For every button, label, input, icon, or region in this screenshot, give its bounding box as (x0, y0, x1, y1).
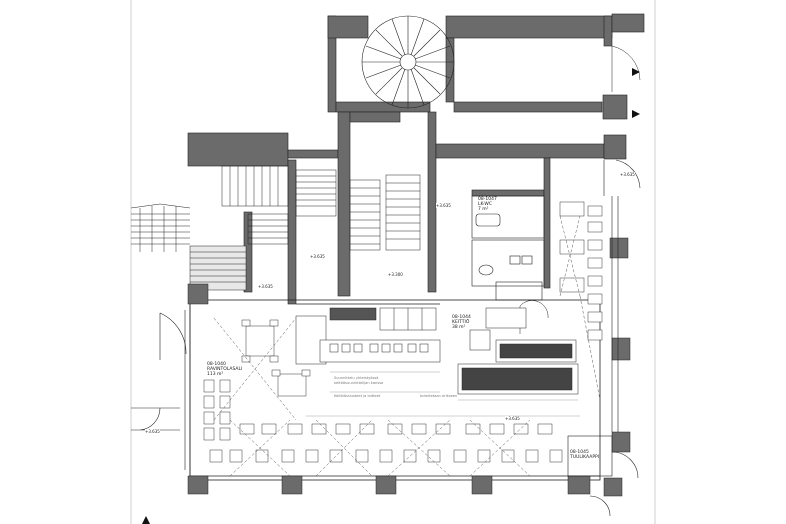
structural-columns (187, 237, 631, 497)
kitchen-note-4: toimitetaan erikseen (420, 394, 458, 398)
level-stair-mid: +3.635 (310, 254, 325, 259)
kitchen-note-2: keittiösuunnittelijan kanssa (334, 381, 384, 385)
entrance-vestibule (567, 435, 639, 517)
core-walls (187, 111, 627, 305)
level-right-door: +3.635 (620, 172, 635, 177)
core-stairs (221, 165, 421, 251)
room-kitchen-area: 38 m² (452, 325, 466, 330)
room-kitchen-name: KEITTIÖ (452, 320, 470, 325)
kitchen-note-3: Keittiökalusteet ja laitteet (334, 394, 381, 398)
entrance-arrow-mid (632, 110, 640, 118)
room-entrance-code: 08-1045 (570, 450, 589, 455)
kitchen-dimension-lines (306, 371, 580, 417)
exterior-stair-left (130, 203, 247, 291)
facade-booths (559, 201, 603, 341)
room-wc-code: 08-1047 (478, 197, 497, 202)
level-stair-right: +3.635 (436, 203, 451, 208)
room-kitchen-code: 08-1044 (452, 315, 471, 320)
room-wc-area: 7 m² (478, 207, 489, 212)
left-facade (131, 304, 191, 476)
level-lobby: +3.300 (388, 272, 403, 277)
spiral-stair (361, 15, 455, 109)
room-lounge-name: RAVINTOLASALI (207, 367, 243, 372)
dining-furniture (203, 319, 563, 463)
wc-block (471, 195, 545, 301)
right-facade (603, 159, 641, 432)
room-wc-name: LK-WC (478, 202, 493, 207)
stair-tower-walls (327, 13, 645, 120)
level-entrance-side: +3.635 (145, 429, 160, 434)
room-entrance-name: TUULIKAAPPI (570, 455, 600, 460)
level-bar: +3.635 (505, 416, 520, 421)
door-swing-top (611, 45, 641, 92)
kitchen-note-1: Suunnittelu yhteistyössä (334, 376, 379, 380)
level-stair-left: +3.635 (258, 284, 273, 289)
entrance-arrow-bottom (142, 516, 150, 524)
room-lounge-area: 113 m² (207, 372, 224, 377)
room-lounge-code: 08-1040 (207, 362, 226, 367)
kitchen-equipment (295, 300, 579, 395)
diagonal-guides (213, 215, 601, 477)
entrance-arrow-top (632, 68, 640, 76)
